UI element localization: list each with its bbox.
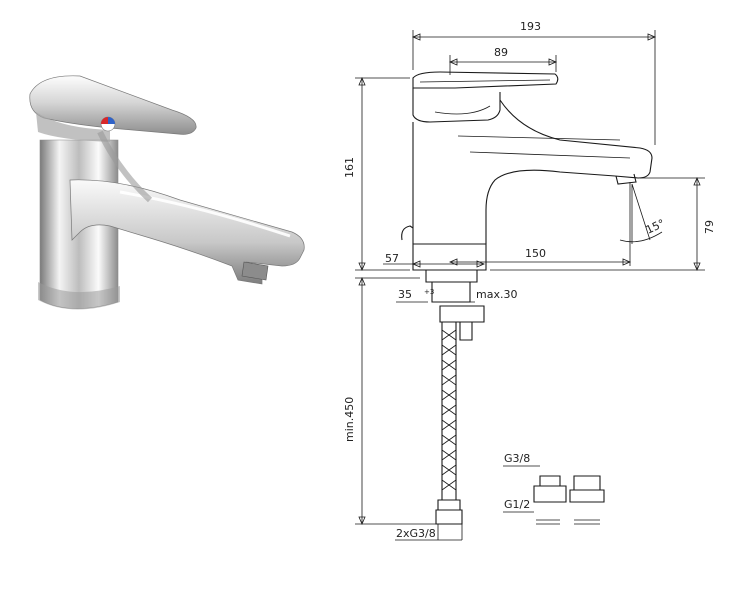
- dim-overall-width: 193: [520, 20, 541, 33]
- faucet-aerator: [241, 261, 269, 281]
- thread-adapters: [503, 465, 605, 525]
- handle-underside: [36, 112, 110, 142]
- dimension-lines: [355, 30, 705, 541]
- hot-cold-indicator: [100, 116, 116, 132]
- dim-max-deck: max.30: [476, 288, 517, 301]
- faucet-photo: [29, 75, 305, 310]
- label-thread-top: G3/8: [504, 452, 530, 465]
- side-view-outline: [401, 71, 653, 525]
- dim-spout-reach: 150: [525, 247, 546, 260]
- dim-hole-diameter: 35: [398, 288, 412, 301]
- faucet-base-ring: [38, 282, 120, 310]
- label-thread-bottom: G1/2: [504, 498, 530, 511]
- dim-base-diameter: 57: [385, 252, 399, 265]
- handle-arm: [97, 130, 153, 203]
- dim-handle-length: 89: [494, 46, 508, 59]
- dim-hose-connection: 2xG3/8: [396, 527, 436, 540]
- dim-spout-angle: 15°: [644, 217, 667, 237]
- dim-spout-height: 79: [703, 220, 716, 234]
- dim-height: 161: [343, 157, 356, 178]
- dim-hose-length: min.450: [343, 397, 356, 442]
- spout-highlight: [119, 190, 291, 238]
- tolerance-plus-minus: +3: [424, 288, 434, 296]
